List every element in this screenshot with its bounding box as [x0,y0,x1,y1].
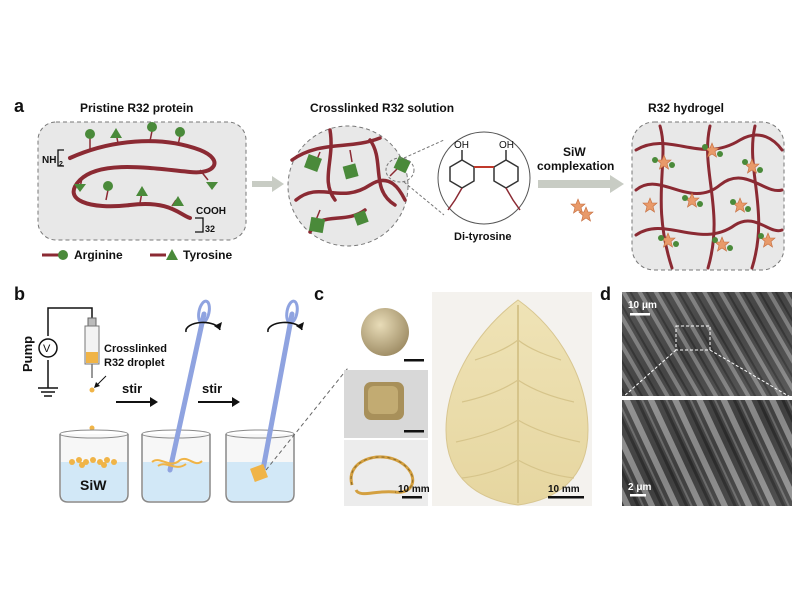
beaker-2 [141,299,222,503]
arrow-right-icon [232,397,240,407]
oh-right: OH [499,140,514,151]
siw-cluster-icon [570,198,586,214]
sem-image-top [622,292,792,396]
tyrosine-icon [166,249,178,260]
droplet-line2: R32 droplet [104,357,165,369]
syringe-icon [84,317,100,393]
scale-bottom-label: 2 μm [628,482,651,493]
repeat-count: 32 [205,224,215,234]
voltmeter-icon [38,338,58,358]
panel-b-letter: b [14,284,25,304]
voltmeter-label: V [43,343,51,355]
photo-sphere [344,292,428,368]
arrow-right-icon [252,176,284,192]
pump-label: Pump [20,336,35,372]
oh-left: OH [454,140,469,151]
panel-a-letter: a [14,96,25,116]
cooh-label: COOH [196,206,226,217]
ditryosine-structure [437,131,531,225]
panel-c-letter: c [314,284,324,304]
panel-d-letter: d [600,284,611,304]
legend [42,249,178,260]
arginine-icon [58,250,68,260]
siw-line1: SiW [563,145,586,159]
beaker-1 [59,425,129,503]
beaker-3 [225,299,304,503]
voltage-circuit [38,307,93,397]
siw-beaker-label: SiW [80,477,107,493]
nh2-label: NH [42,155,56,166]
stir-rod-icon [259,311,295,478]
pristine-protein-box [37,121,247,241]
siw-line2: complexation [537,159,614,173]
legend-tyrosine: Tyrosine [183,248,232,262]
scale-small-label: 10 mm [398,484,430,495]
title-hydrogel: R32 hydrogel [648,101,724,115]
arrow-right-icon [538,175,624,193]
legend-arginine: Arginine [74,248,123,262]
stir-rod-icon [167,311,207,473]
sem-image-bottom [622,400,792,506]
nh2-subscript: 2 [59,161,63,168]
crosslinked-solution-circle [287,125,411,247]
photo-fiber [344,440,428,506]
title-pristine: Pristine R32 protein [80,101,193,115]
photo-leaf [432,292,592,506]
stir-label-1: stir [122,381,142,396]
rotate-arrow-icon [267,321,303,333]
photo-cube [344,370,428,438]
arrow-right-icon [150,397,158,407]
scale-top-label: 10 μm [628,300,657,311]
hydrogel-box [631,121,785,271]
title-crosslinked: Crosslinked R32 solution [310,101,454,115]
droplet-line1: Crosslinked [104,343,167,355]
ditryosine-label: Di-tyrosine [454,231,511,243]
stir-label-2: stir [202,381,222,396]
scale-big-label: 10 mm [548,484,580,495]
